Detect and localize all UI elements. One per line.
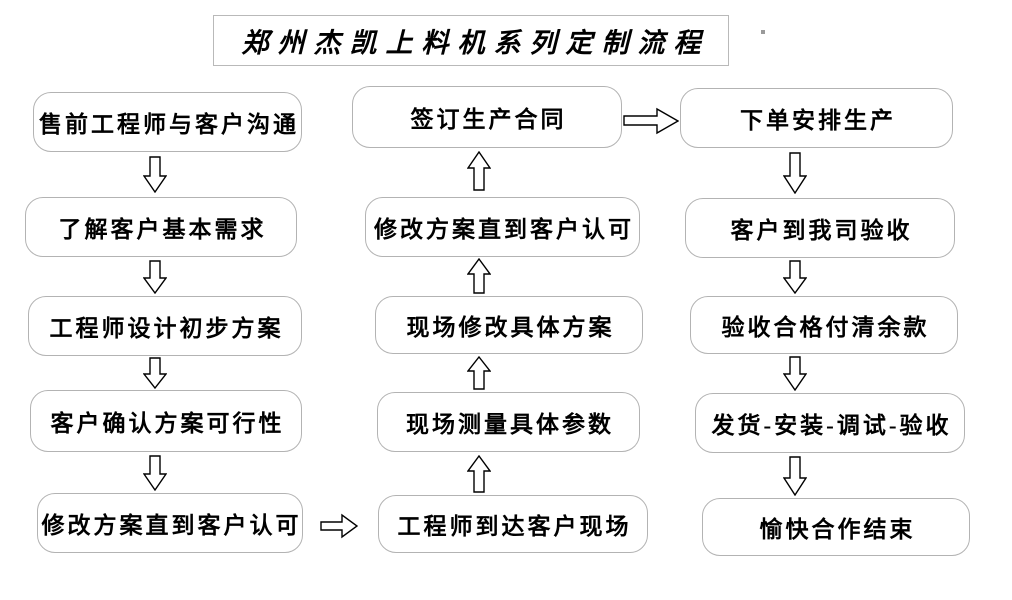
down-arrow-icon [783,152,807,194]
flow-node-engineer-arrives: 工程师到达客户现场 [378,495,648,553]
flowchart-title-box: 郑州杰凯上料机系列定制流程 [213,15,729,66]
flow-node-confirm-feasibility: 客户确认方案可行性 [30,390,302,452]
down-arrow-icon [143,357,167,389]
flow-node-label: 售前工程师与客户沟通 [39,112,299,137]
down-arrow-icon [783,456,807,496]
down-arrow-icon [143,156,167,193]
flow-node-revise-until-approved-left: 修改方案直到客户认可 [37,493,303,553]
flow-node-label: 现场测量具体参数 [406,412,614,437]
flow-node-onsite-modify-plan: 现场修改具体方案 [375,296,643,354]
up-arrow-icon [467,258,491,294]
down-arrow-icon [783,356,807,391]
flow-node-label: 了解客户基本需求 [58,217,267,242]
flow-node-sign-contract: 签订生产合同 [352,86,622,148]
flow-node-pay-balance: 验收合格付清余款 [690,296,958,354]
flow-node-customer-acceptance: 客户到我司验收 [685,198,955,258]
flow-node-label: 发货-安装-调试-验收 [711,413,952,438]
page-title: 郑州杰凯上料机系列定制流程 [241,28,710,58]
flow-node-label: 签订生产合同 [410,107,567,132]
down-arrow-icon [783,260,807,294]
flow-node-label: 验收合格付清余款 [721,315,930,340]
flow-node-label: 工程师到达客户现场 [397,514,632,539]
right-arrow-icon [623,107,679,135]
up-arrow-icon [467,151,491,191]
flow-node-label: 工程师设计初步方案 [49,316,284,341]
down-arrow-icon [143,260,167,294]
flow-node-order-production: 下单安排生产 [680,88,953,148]
up-arrow-icon [467,455,491,493]
selection-handle-artifact [761,30,765,34]
flow-node-label: 客户确认方案可行性 [50,411,285,436]
flow-node-label: 修改方案直到客户认可 [374,217,634,242]
flow-node-cooperation-ends: 愉快合作结束 [702,498,970,556]
flow-node-onsite-measure-params: 现场测量具体参数 [377,392,640,452]
flow-node-revise-until-approved-mid: 修改方案直到客户认可 [365,197,640,257]
down-arrow-icon [143,455,167,491]
flow-node-ship-install-debug: 发货-安装-调试-验收 [695,393,965,453]
flow-node-label: 愉快合作结束 [759,517,916,542]
flow-node-preliminary-design: 工程师设计初步方案 [28,296,302,356]
flow-node-label: 下单安排生产 [740,108,896,133]
flow-node-label: 修改方案直到客户认可 [41,513,302,538]
flow-node-presale-communication: 售前工程师与客户沟通 [33,92,302,152]
up-arrow-icon [467,356,491,390]
right-arrow-icon [320,513,358,539]
flow-node-label: 现场修改具体方案 [406,315,615,340]
flow-node-label: 客户到我司验收 [730,218,913,243]
flow-node-understand-needs: 了解客户基本需求 [25,197,297,257]
